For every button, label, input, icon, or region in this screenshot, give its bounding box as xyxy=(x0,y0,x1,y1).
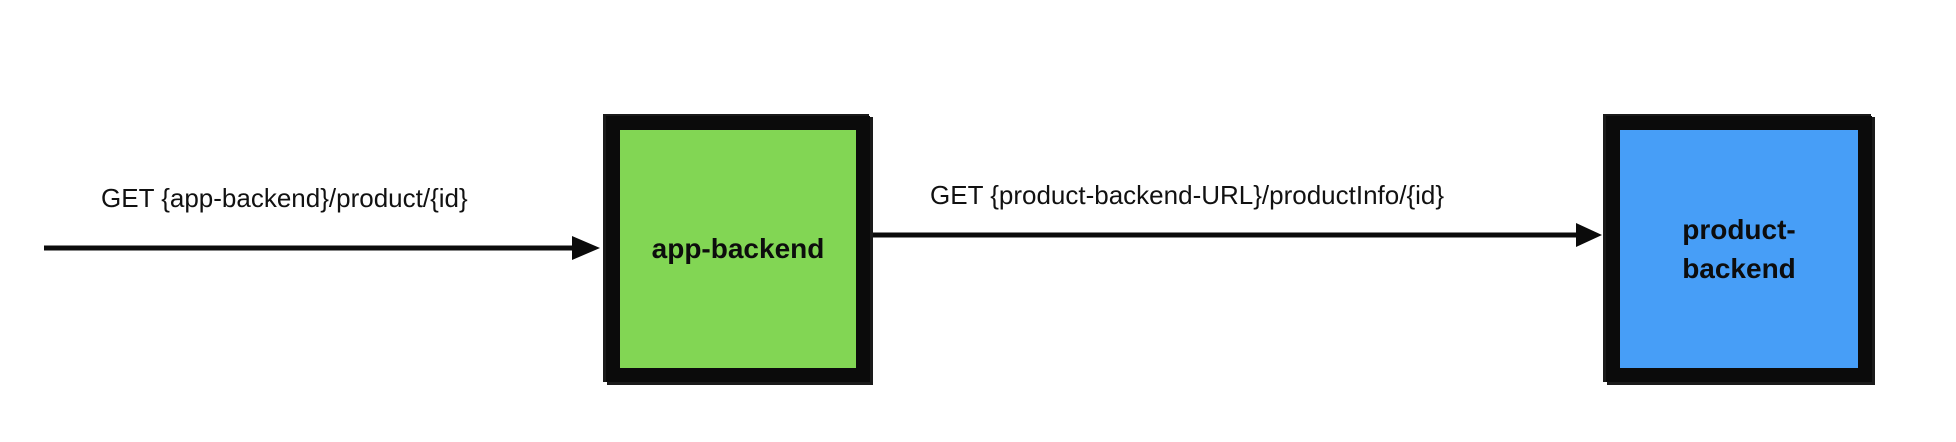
product-backend-node: product- backend xyxy=(1608,118,1870,380)
app-backend-node: app-backend xyxy=(608,118,868,380)
app-to-product-arrow xyxy=(866,223,1602,247)
product-backend-label: product- backend xyxy=(1682,213,1796,284)
downstream-request-label: GET {product-backend-URL}/productInfo/{i… xyxy=(930,180,1445,210)
arrowhead-icon xyxy=(1576,223,1602,247)
incoming-arrow xyxy=(44,236,600,260)
app-backend-label: app-backend xyxy=(651,233,825,265)
arrowhead-icon xyxy=(572,236,600,260)
incoming-request-label: GET {app-backend}/product/{id} xyxy=(101,183,468,213)
